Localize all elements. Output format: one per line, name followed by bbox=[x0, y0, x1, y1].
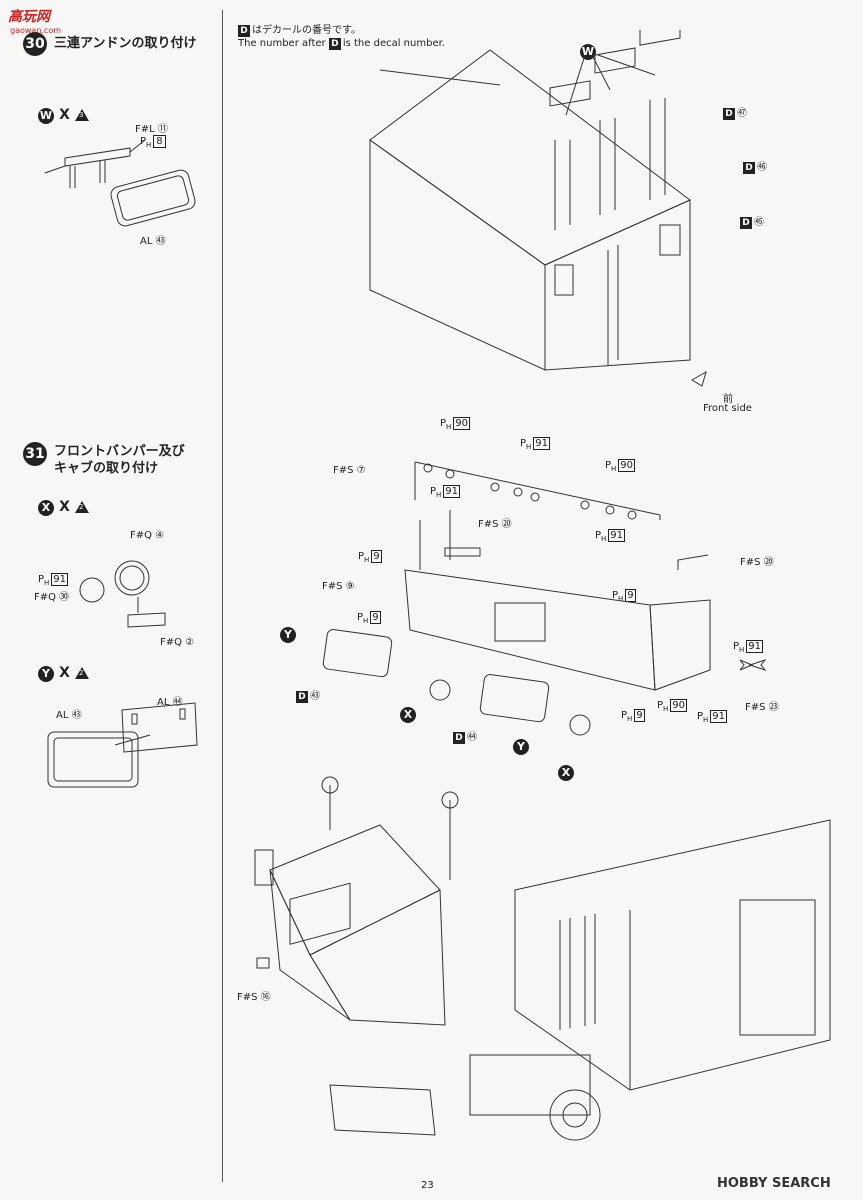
hobby-search-logo: HOBBY SEARCH bbox=[717, 1176, 831, 1191]
label-fq-2: F#Q ② bbox=[160, 637, 195, 648]
step-30-quantity: W X 3 bbox=[38, 104, 89, 124]
step-31-number: 31 bbox=[23, 442, 47, 466]
qty-triangle-icon: 3 bbox=[74, 108, 89, 121]
step-31-y-light-drawing bbox=[47, 702, 198, 788]
label-fs-7: F#S ⑦ bbox=[333, 465, 366, 476]
label-fl-11: F#L ⑪ bbox=[135, 124, 168, 135]
qty-triangle-icon: 2 bbox=[74, 500, 89, 513]
part-letter-x-a: X bbox=[400, 707, 416, 723]
part-letter-y-a: Y bbox=[280, 627, 296, 643]
label-fs-9: F#S ⑨ bbox=[322, 581, 355, 592]
step-31-x-light-drawing bbox=[79, 560, 166, 628]
label-al-53-y: AL ㊸ bbox=[56, 710, 82, 721]
label-al-54: AL ㊹ bbox=[157, 697, 183, 708]
watermark-url: gaowan.com bbox=[10, 26, 62, 35]
page-number: 23 bbox=[421, 1180, 434, 1191]
label-fq-4: F#Q ④ bbox=[130, 530, 165, 541]
front-side-jp: 前 bbox=[723, 394, 733, 405]
qty-triangle-icon: 2 bbox=[74, 666, 89, 679]
container-roof-drawing bbox=[369, 30, 707, 387]
step-31-y-quantity: Y X 2 bbox=[38, 662, 89, 682]
part-letter-y-b: Y bbox=[513, 739, 529, 755]
label-fs-20-a: F#S ⑳ bbox=[478, 519, 512, 530]
label-al-53: AL ㊸ bbox=[140, 236, 166, 247]
label-fs-16: F#S ⑯ bbox=[237, 992, 271, 1003]
qty-x: X bbox=[59, 107, 70, 123]
watermark-logo: 高玩网 bbox=[8, 9, 50, 25]
part-letter-y: Y bbox=[38, 666, 54, 682]
step-30-number: 30 bbox=[23, 32, 47, 56]
truck-assembly-drawing bbox=[254, 776, 831, 1141]
part-letter-w: W bbox=[38, 108, 54, 124]
bumper-assembly-drawing bbox=[322, 461, 767, 736]
part-letter-x: X bbox=[38, 500, 54, 516]
part-letter-x-b: X bbox=[558, 765, 574, 781]
label-fq-30: F#Q ㉚ bbox=[34, 592, 70, 603]
label-fs-20-b: F#S ⑳ bbox=[740, 557, 774, 568]
column-divider bbox=[222, 10, 223, 1182]
label-fs-23: F#S ㉓ bbox=[745, 702, 779, 713]
step-31-title-line1: フロントバンパー及び bbox=[54, 444, 185, 459]
front-side-en: Front side bbox=[703, 403, 752, 414]
step-31-title-line2: キャブの取り付け bbox=[54, 461, 159, 476]
step-31-x-quantity: X X 2 bbox=[38, 496, 89, 516]
step-30-lamp-drawing bbox=[44, 139, 196, 227]
step-30-title: 三連アンドンの取り付け bbox=[54, 36, 197, 51]
